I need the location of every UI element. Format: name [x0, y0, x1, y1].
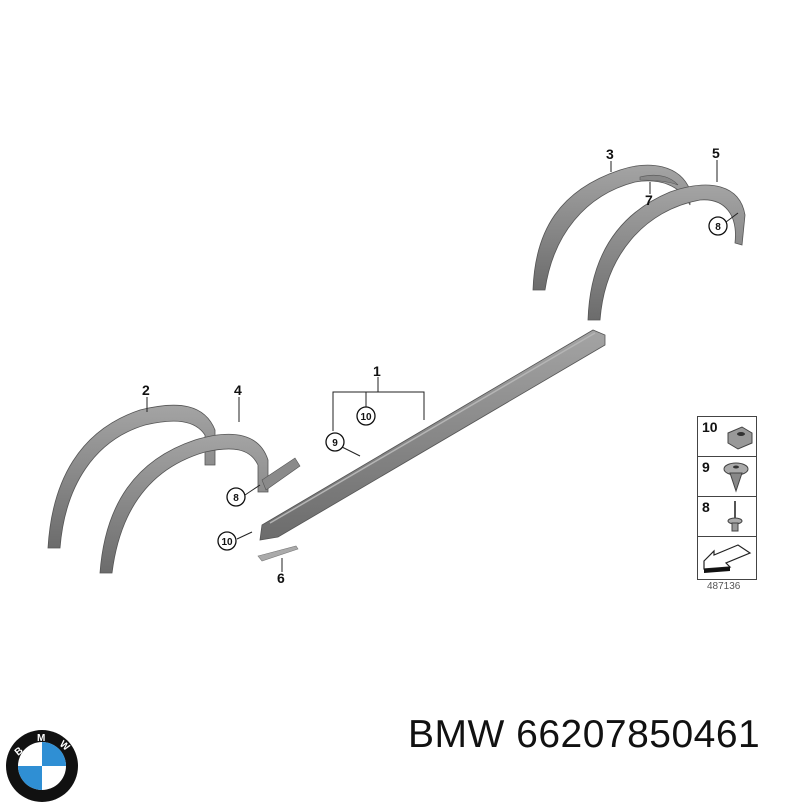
side-sill-cover-1	[259, 329, 606, 541]
callout-9-sill: 9	[325, 432, 345, 452]
wheel-arch-trim-5	[587, 184, 746, 321]
part-label-4: 4	[234, 382, 242, 398]
svg-text:10: 10	[221, 537, 233, 548]
legend-item-10: 10	[698, 417, 756, 457]
screw-icon	[727, 501, 743, 532]
callout-10-sill: 10	[356, 406, 376, 426]
trim-strip-7	[639, 174, 679, 186]
bmw-logo: B M W	[6, 730, 78, 802]
wheel-arch-trim-4	[99, 433, 301, 574]
legend-item-8: 8	[698, 497, 756, 537]
expanding-rivet-icon	[723, 462, 749, 493]
direction-arrow-icon	[703, 544, 752, 573]
part-number-title: BMW 66207850461	[408, 713, 761, 756]
legend-item-9: 9	[698, 457, 756, 497]
clip-nut-icon	[727, 426, 753, 450]
part-label-6: 6	[277, 570, 285, 586]
svg-text:8: 8	[715, 222, 721, 233]
fastener-legend: 10 9 8	[697, 416, 757, 580]
part-label-2: 2	[142, 382, 150, 398]
part-label-5: 5	[712, 145, 720, 161]
callout-8-rear: 8	[708, 216, 728, 236]
svg-text:8: 8	[233, 493, 239, 504]
reference-code: 487136	[707, 581, 741, 592]
svg-text:9: 9	[332, 438, 338, 449]
svg-text:M: M	[37, 733, 45, 744]
svg-text:10: 10	[360, 412, 372, 423]
callout-10-front: 10	[217, 531, 237, 551]
wheel-arch-trim-2	[47, 404, 216, 549]
callout-8-front: 8	[226, 487, 246, 507]
part-label-1: 1	[373, 363, 381, 379]
part-label-3: 3	[606, 146, 614, 162]
part-label-7: 7	[645, 192, 653, 208]
strip-6	[257, 545, 299, 562]
legend-item-arrow	[698, 537, 756, 577]
